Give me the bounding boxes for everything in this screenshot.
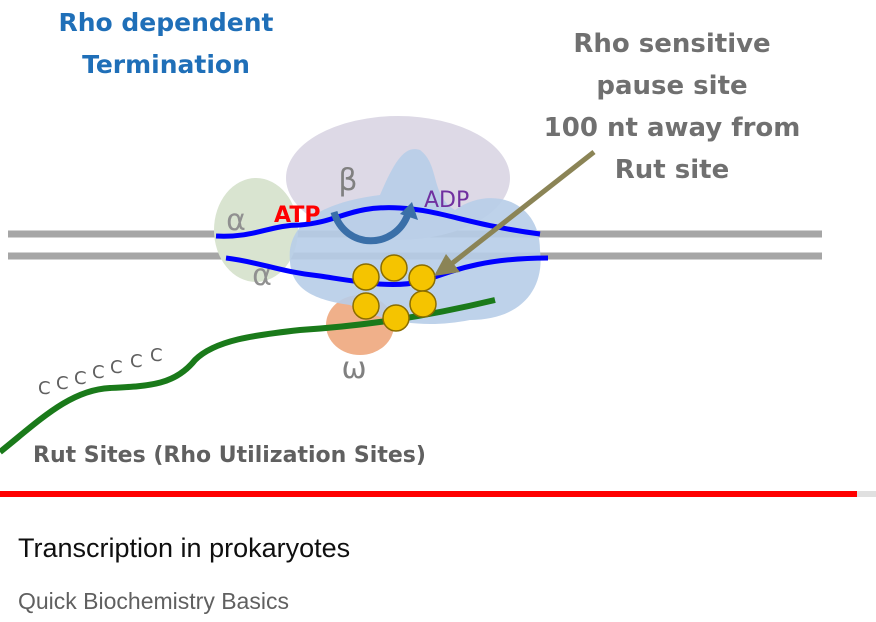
c-letter: C: [150, 345, 163, 366]
rho-termination-diagram: Rho dependent Termination Rho sensitive …: [0, 8, 822, 468]
rho-subunit: [352, 292, 380, 320]
diagram-heading-line1: Rho dependent: [58, 8, 273, 37]
rho-subunit: [382, 304, 410, 332]
c-letter: C: [110, 357, 123, 378]
c-letter: C: [56, 373, 69, 394]
callout-line3: 100 nt away from: [544, 113, 801, 143]
rho-subunit: [352, 263, 380, 291]
callout-line1: Rho sensitive: [573, 29, 770, 59]
rut-sites-label: Rut Sites (Rho Utilization Sites): [33, 443, 426, 468]
rho-subunit: [408, 264, 436, 292]
alpha-label-1: α: [226, 203, 246, 238]
callout-line4: Rut site: [615, 155, 729, 185]
arrow-head-icon: [400, 202, 418, 220]
template-strand: [215, 205, 541, 239]
watch-progress-fill: [0, 491, 857, 497]
video-thumbnail[interactable]: Rho dependent Termination Rho sensitive …: [0, 0, 876, 500]
rho-subunit: [380, 254, 408, 282]
omega-label: ω: [341, 351, 366, 386]
rho-subunit: [409, 290, 437, 318]
c-letter: C: [38, 378, 51, 399]
c-letter: C: [74, 368, 87, 389]
callout-arrow: [448, 150, 596, 267]
beta-label: β: [338, 163, 357, 198]
c-letter: C: [130, 351, 143, 372]
diagram-heading-line2: Termination: [82, 50, 250, 79]
callout-line2: pause site: [596, 71, 747, 101]
watch-progress-bar: [0, 491, 876, 497]
rho-hexamer: [352, 254, 437, 332]
atp-label: ATP: [274, 203, 320, 228]
callout-arrow-head-icon: [434, 254, 460, 276]
channel-name[interactable]: Quick Biochemistry Basics: [18, 588, 289, 614]
c-letter: C: [92, 362, 105, 383]
atp-hydrolysis-arrow: [330, 210, 412, 245]
c-rich-sequence: C C C C C C C: [38, 345, 163, 399]
coding-strand: [225, 255, 549, 287]
rna-transcript: [0, 297, 496, 455]
adp-label: ADP: [424, 188, 469, 213]
video-title[interactable]: Transcription in prokaryotes: [18, 533, 351, 563]
